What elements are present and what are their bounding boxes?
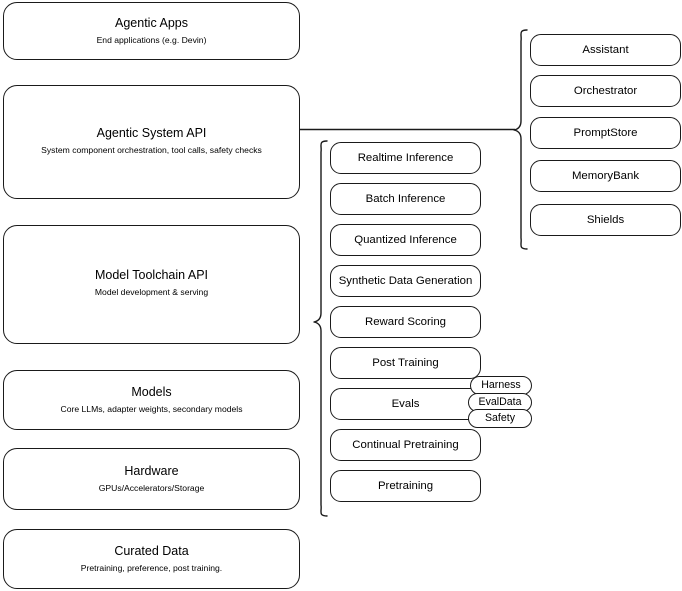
system-component-box-memorybank[interactable]: MemoryBank [530, 160, 681, 192]
system-component-label: MemoryBank [571, 169, 640, 182]
layer-subtitle: Pretraining, preference, post training. [80, 563, 223, 573]
brace-toolchain-capabilities [313, 140, 328, 517]
system-component-label: Shields [586, 213, 625, 226]
system-component-label: Assistant [582, 43, 629, 56]
system-component-box-assistant[interactable]: Assistant [530, 34, 681, 66]
layer-title: Model Toolchain API [94, 268, 209, 282]
capability-box-evals[interactable]: Evals [330, 388, 481, 420]
eval-badge-label: EvalData [478, 396, 522, 408]
layer-subtitle: Model development & serving [94, 287, 209, 297]
layer-box-models[interactable]: Models Core LLMs, adapter weights, secon… [3, 370, 300, 430]
system-component-label: Orchestrator [573, 84, 638, 97]
system-component-label: PromptStore [573, 126, 638, 139]
layer-title: Agentic Apps [115, 16, 188, 30]
capability-label: Batch Inference [365, 192, 446, 205]
capability-label: Pretraining [377, 479, 434, 492]
capability-box-post-training[interactable]: Post Training [330, 347, 481, 379]
layer-box-agentic-apps[interactable]: Agentic Apps End applications (e.g. Devi… [3, 2, 300, 60]
capability-label: Continual Pretraining [352, 438, 459, 451]
layer-title: Models [131, 385, 172, 399]
capability-label: Post Training [372, 356, 439, 369]
eval-badge-label: Safety [484, 412, 516, 424]
system-component-box-shields[interactable]: Shields [530, 204, 681, 236]
eval-badge-label: Harness [481, 379, 521, 391]
layer-title: Hardware [124, 464, 179, 478]
eval-badge-evaldata[interactable]: EvalData [468, 393, 532, 412]
layer-box-curated-data[interactable]: Curated Data Pretraining, preference, po… [3, 529, 300, 589]
system-component-box-promptstore[interactable]: PromptStore [530, 117, 681, 149]
capability-box-batch-inference[interactable]: Batch Inference [330, 183, 481, 215]
layer-title: Curated Data [114, 544, 189, 558]
eval-badge-safety[interactable]: Safety [468, 409, 532, 428]
capability-label: Quantized Inference [354, 233, 457, 246]
capability-box-realtime-inference[interactable]: Realtime Inference [330, 142, 481, 174]
layer-subtitle: Core LLMs, adapter weights, secondary mo… [60, 404, 243, 414]
capability-box-synthetic-data-generation[interactable]: Synthetic Data Generation [330, 265, 481, 297]
capability-label: Reward Scoring [364, 315, 447, 328]
system-component-box-orchestrator[interactable]: Orchestrator [530, 75, 681, 107]
capability-label: Synthetic Data Generation [338, 274, 473, 287]
capability-box-continual-pretraining[interactable]: Continual Pretraining [330, 429, 481, 461]
capability-box-reward-scoring[interactable]: Reward Scoring [330, 306, 481, 338]
layer-title: Agentic System API [96, 126, 207, 140]
capability-label: Realtime Inference [357, 151, 454, 164]
layer-subtitle: System component orchestration, tool cal… [41, 145, 262, 155]
layer-subtitle: End applications (e.g. Devin) [96, 35, 207, 45]
layer-box-hardware[interactable]: Hardware GPUs/Accelerators/Storage [3, 448, 300, 510]
capability-box-quantized-inference[interactable]: Quantized Inference [330, 224, 481, 256]
layer-subtitle: GPUs/Accelerators/Storage [98, 483, 205, 493]
layer-box-model-toolchain-api[interactable]: Model Toolchain API Model development & … [3, 225, 300, 344]
layer-box-agentic-system-api[interactable]: Agentic System API System component orch… [3, 85, 300, 199]
capability-box-pretraining[interactable]: Pretraining [330, 470, 481, 502]
brace-system-components [513, 29, 528, 250]
capability-label: Evals [391, 397, 420, 410]
